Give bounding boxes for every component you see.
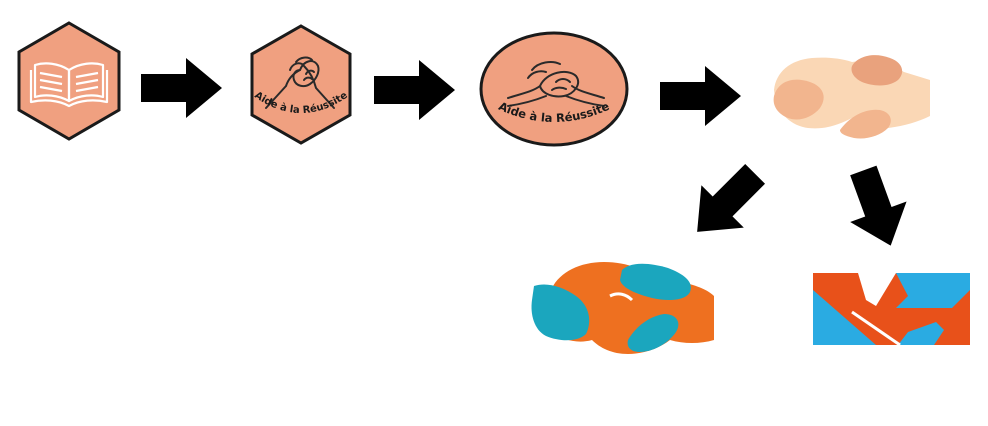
stage-3-handshake-ellipse: Aide à la Réussite [479,31,629,147]
blue-top-shape [896,273,970,308]
stage-6-geometric-handshake [813,273,970,347]
blue-left-triangle [813,290,876,345]
blue-bottom-shape [898,322,944,345]
stage-2-handshake-hexagon: Aide à la Réussite [250,24,352,145]
arrow-right-3 [660,66,741,126]
white-divider [851,310,901,347]
handshake-icon [507,61,605,107]
stage-1-book-hexagon [17,21,121,141]
handshake-icon [265,56,335,109]
teal-thumb-shape [627,314,679,352]
arrow-down-left [697,163,766,232]
teal-fingers-shape [620,263,691,300]
arrow-down-right [850,165,907,246]
teal-left-shape [531,284,590,341]
open-book-icon [29,62,109,108]
stage-4-abstract-handshake [773,55,930,139]
hexagon-shape [250,24,352,145]
hand-back-shape [773,79,824,120]
arrow-right-1 [141,58,222,118]
stage-5-orange-teal-handshake [531,262,714,354]
fingers-shape [851,55,903,86]
white-gap-line [609,292,634,302]
arrow-right-2 [374,60,455,120]
thumb-shape [840,109,891,139]
white-notch [858,273,896,306]
